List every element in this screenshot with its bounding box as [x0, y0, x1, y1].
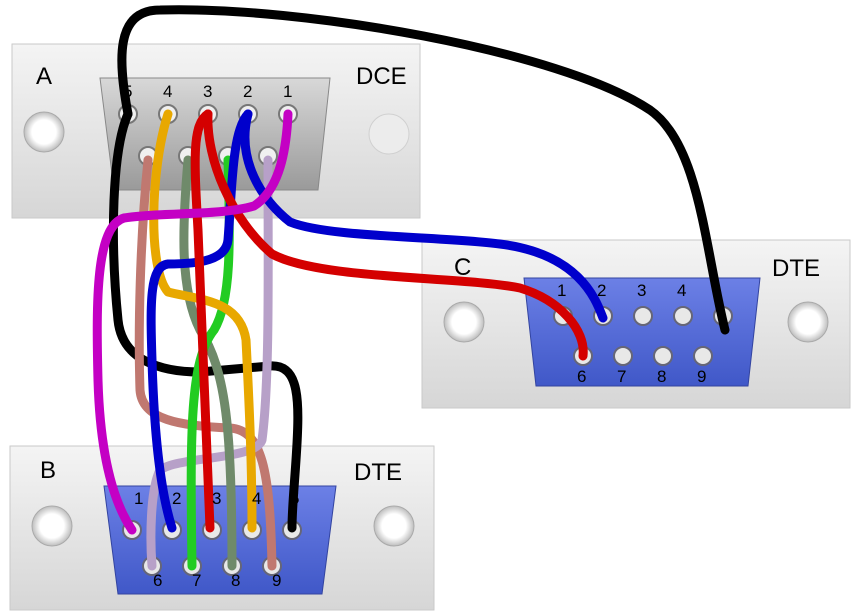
connector-c-letter: C: [454, 254, 471, 281]
wire-magenta-a1-b1: [92, 109, 293, 535]
connector-b-pin-label: 1: [134, 489, 143, 508]
connector-c-mount-hole-right: [787, 301, 829, 343]
connector-b-pin-label: 7: [192, 571, 201, 590]
connector-b: [9, 445, 435, 611]
connector-b-mount-hole-left: [31, 505, 73, 547]
connector-c: C DTE 1 2 3 4 6 7 8 9: [421, 239, 851, 409]
connector-b-pin-label: 5: [290, 489, 299, 508]
wire-red-a3-c6: [203, 109, 588, 361]
connector-b-letter: B: [40, 457, 56, 484]
connector-c-pin-label: 4: [677, 281, 686, 300]
connector-c-pin-label: 3: [637, 281, 646, 300]
connector-c-mount-hole-left: [443, 301, 485, 343]
connector-c-role: DTE: [772, 255, 820, 282]
connector-b-pin-label: 3: [212, 489, 221, 508]
connector-a-role: DCE: [356, 63, 407, 90]
connector-a-pin-label: 2: [243, 82, 252, 101]
connector-c-pin-label: 2: [597, 281, 606, 300]
connector-a-mount-hole-left: [23, 111, 65, 153]
connector-a: A DCE 5 4 3 2 1: [11, 43, 421, 219]
connector-b-role: DTE: [354, 459, 402, 486]
connector-c-pin-label: 9: [697, 367, 706, 386]
connector-b-labels: B DTE 1 2 3 4 5 6 7 8 9: [40, 457, 402, 590]
connector-c-pin-label: 7: [617, 367, 626, 386]
connector-b-pin-label: 2: [172, 489, 181, 508]
connector-a-pin-label: 4: [163, 82, 172, 101]
wire-black-a5-c5: [117, 5, 730, 335]
connector-b-pin-label: 4: [252, 489, 261, 508]
connector-a-mount-hole-right: [368, 113, 410, 155]
connector-a-pin-label: 3: [203, 82, 212, 101]
connector-b-pin-label: 9: [272, 571, 281, 590]
wire-red-a3-b3: [190, 109, 215, 533]
wire-blue-a2-c2: [240, 109, 608, 323]
connector-b-mount-hole-right: [373, 505, 415, 547]
connector-c-pin-label: 8: [657, 367, 666, 386]
connector-a-pin-label: 1: [283, 82, 292, 101]
wire-yellow-a4-b4: [149, 109, 257, 533]
wire-black-a5-b5: [108, 109, 303, 533]
wires: [92, 5, 730, 571]
connector-a-letter: A: [36, 63, 52, 90]
wire-blue-a2-b2: [146, 109, 253, 533]
connector-c-pin-label: 1: [557, 281, 566, 300]
connector-b-pin-label: 8: [231, 571, 240, 590]
connector-c-pin-label: 6: [577, 367, 586, 386]
connector-b-pin-label: 6: [153, 571, 162, 590]
